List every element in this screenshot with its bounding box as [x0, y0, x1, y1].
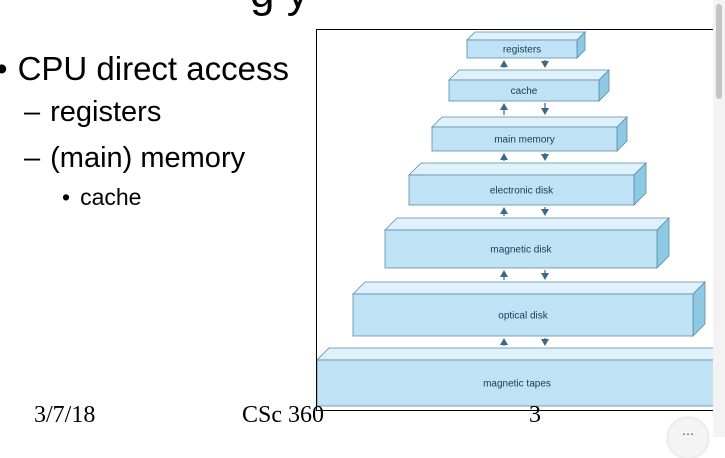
level-front-face — [448, 79, 600, 102]
level-top-face — [384, 217, 670, 231]
bullet-cache: • cache — [62, 184, 141, 211]
footer-course: CSc 360 — [242, 402, 325, 428]
down-arrow-icon — [541, 108, 549, 115]
up-arrow-icon — [500, 153, 508, 160]
slide-title-strip: g y — [0, 0, 725, 18]
level-label: optical disk — [498, 311, 548, 322]
up-arrow-icon — [500, 270, 508, 277]
bullet-text: CPU direct access — [17, 50, 289, 87]
dash-marker: – — [24, 142, 41, 174]
down-arrow-icon — [541, 339, 549, 346]
up-arrow-icon — [500, 60, 508, 67]
more-icon: ⋯ — [682, 427, 694, 441]
down-arrow-icon — [541, 61, 549, 68]
storage-hierarchy-svg: registers cache main memory electronic disk… — [317, 31, 725, 407]
level-label: registers — [503, 45, 541, 56]
level-label: electronic disk — [490, 186, 554, 197]
storage-hierarchy-diagram: registers cache main memory electronic disk… — [316, 29, 725, 411]
bullet-cpu-direct-access: •CPU direct access — [0, 50, 289, 88]
dash-marker: – — [24, 96, 41, 128]
slide-title: g y — [250, 0, 309, 18]
level-label: magnetic tapes — [483, 379, 551, 390]
level-top-face — [352, 281, 706, 295]
up-arrow-icon — [500, 103, 508, 110]
bullet-text: (main) memory — [50, 142, 246, 174]
up-arrow-icon — [500, 338, 508, 345]
scrollbar-thumb[interactable] — [716, 4, 722, 99]
down-arrow-icon — [541, 209, 549, 216]
down-arrow-icon — [541, 273, 549, 280]
level-top-face — [448, 69, 610, 81]
level-label: main memory — [494, 135, 555, 146]
level-front-face — [317, 359, 718, 407]
level-top-face — [466, 31, 586, 41]
bullet-text: cache — [80, 184, 142, 210]
level-front-face — [408, 174, 635, 206]
down-arrow-icon — [541, 154, 549, 161]
level-front-face — [466, 39, 578, 59]
up-arrow-icon — [500, 207, 508, 214]
bullet-text: registers — [50, 96, 162, 128]
level-front-face — [431, 126, 618, 152]
footer-date: 3/7/18 — [34, 402, 96, 428]
bullet-main-memory: –(main) memory — [24, 142, 245, 175]
level-front-face — [352, 293, 694, 337]
level-top-face — [408, 162, 647, 176]
level-label: cache — [511, 86, 538, 97]
footer-page-number: 3 — [529, 402, 541, 428]
level-front-face — [384, 229, 658, 269]
more-button[interactable]: ⋯ — [668, 418, 708, 458]
bullet-marker: • — [0, 50, 8, 87]
level-top-face — [317, 347, 725, 361]
bullet-registers: –registers — [24, 96, 161, 129]
level-top-face — [431, 116, 628, 128]
bullet-marker: • — [62, 184, 71, 210]
level-label: magnetic disk — [490, 245, 552, 256]
vertical-scrollbar[interactable] — [713, 0, 725, 437]
